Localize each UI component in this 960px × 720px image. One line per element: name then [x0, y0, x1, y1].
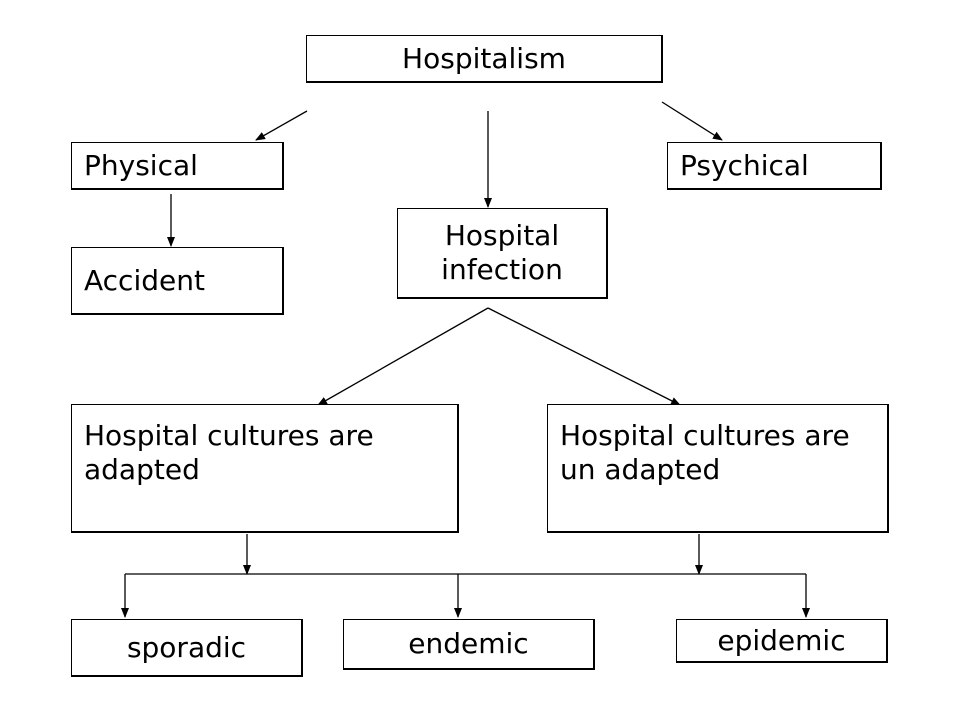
node-epidemic: epidemic [676, 619, 888, 663]
arrow-root-physical [255, 110, 308, 141]
node-cultures-adapted: Hospital cultures are adapted [71, 404, 459, 533]
node-hospital-infection: Hospital infection [397, 208, 608, 299]
arrow-infection-adapted [317, 307, 489, 406]
arrow-infection-unadapted [487, 307, 681, 406]
node-sporadic: sporadic [71, 619, 303, 677]
node-physical: Physical [71, 142, 284, 190]
node-accident: Accident [71, 247, 284, 315]
node-cultures-unadapted: Hospital cultures are un adapted [547, 404, 889, 533]
node-hospitalism: Hospitalism [306, 35, 663, 83]
arrow-root-psychical [661, 101, 723, 141]
node-endemic: endemic [343, 619, 595, 670]
node-psychical: Psychical [667, 142, 882, 190]
